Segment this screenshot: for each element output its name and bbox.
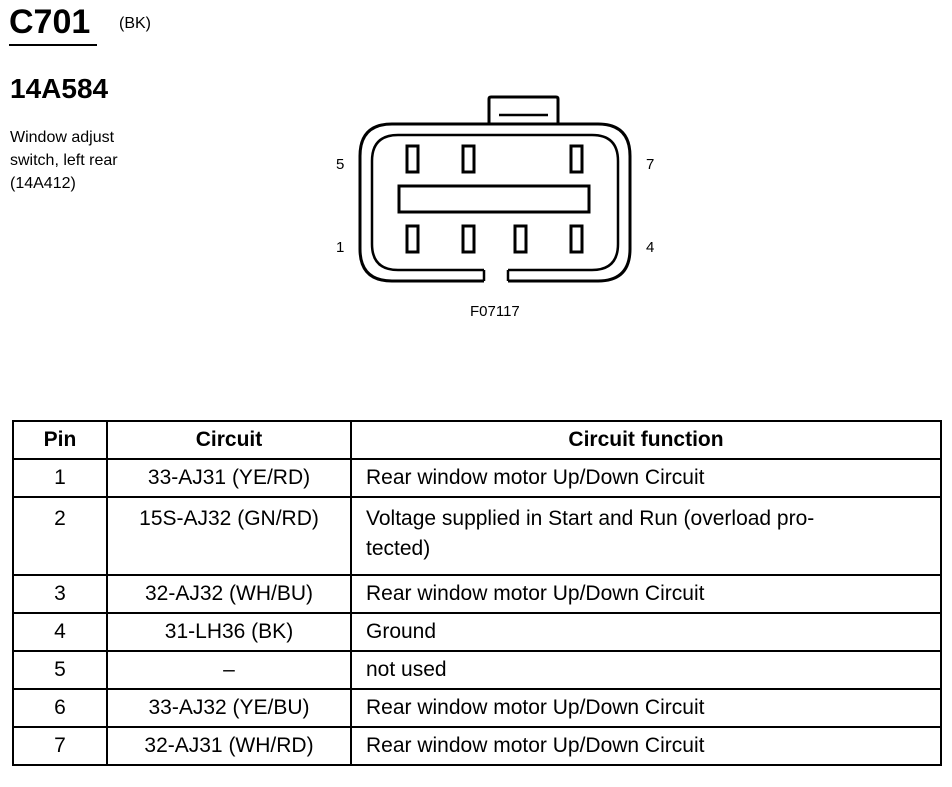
circuit-cell: 32-AJ31 (WH/RD) <box>106 726 352 766</box>
header-circuit: Circuit <box>106 420 352 460</box>
pin-slot-4 <box>569 224 584 254</box>
connector-id-underline <box>9 44 97 46</box>
table-row: 6 33-AJ32 (YE/BU) Rear window motor Up/D… <box>12 688 942 728</box>
circuit-cell: 15S-AJ32 (GN/RD) <box>106 496 352 576</box>
pin-cell: 3 <box>12 574 108 614</box>
figure-id: F07117 <box>470 303 520 320</box>
function-cell: Rear window motor Up/Down Circuit <box>350 688 942 728</box>
function-cell: not used <box>350 650 942 690</box>
function-text-line-1: Voltage supplied in Start and Run (overl… <box>366 507 815 530</box>
connector-diagram: 5 7 1 4 F07117 <box>336 95 654 320</box>
function-cell: Voltage supplied in Start and Run (overl… <box>350 496 942 576</box>
description-line-2: switch, left rear <box>10 152 118 169</box>
pin-slot-3 <box>513 224 528 254</box>
table-header-row: Pin Circuit Circuit function <box>12 420 942 460</box>
pin-cell: 6 <box>12 688 108 728</box>
circuit-cell: 31-LH36 (BK) <box>106 612 352 652</box>
circuit-cell: 33-AJ32 (YE/BU) <box>106 688 352 728</box>
pin-slot-5 <box>405 144 420 174</box>
function-cell: Rear window motor Up/Down Circuit <box>350 574 942 614</box>
pin-cell: 1 <box>12 458 108 498</box>
description-line-1: Window adjust <box>10 129 115 146</box>
part-number: 14A584 <box>10 73 109 104</box>
function-cell: Rear window motor Up/Down Circuit <box>350 458 942 498</box>
table-row: 4 31-LH36 (BK) Ground <box>12 612 942 652</box>
pin-slot-7 <box>569 144 584 174</box>
table-row: 7 32-AJ31 (WH/RD) Rear window motor Up/D… <box>12 726 942 766</box>
center-bar <box>397 184 591 214</box>
table-row: 5 – not used <box>12 650 942 690</box>
table-row: 3 32-AJ32 (WH/BU) Rear window motor Up/D… <box>12 574 942 614</box>
table-row: 2 15S-AJ32 (GN/RD) Voltage supplied in S… <box>12 496 942 576</box>
pin-cell: 5 <box>12 650 108 690</box>
header-pin: Pin <box>12 420 108 460</box>
connector-housing-outer <box>358 122 632 283</box>
function-text-line-2: tected) <box>366 537 431 560</box>
connector-id: C701 <box>9 3 91 41</box>
pin-table: Pin Circuit Circuit function 1 33-AJ31 (… <box>12 420 942 766</box>
pin-slot-2 <box>461 224 476 254</box>
table-row: 1 33-AJ31 (YE/RD) Rear window motor Up/D… <box>12 458 942 498</box>
circuit-cell: – <box>106 650 352 690</box>
pin-slot-1 <box>405 224 420 254</box>
pin-cell: 4 <box>12 612 108 652</box>
function-cell: Ground <box>350 612 942 652</box>
pin-label-4: 4 <box>646 239 654 256</box>
circuit-cell: 32-AJ32 (WH/BU) <box>106 574 352 614</box>
description-line-3: (14A412) <box>10 175 76 192</box>
pin-label-7: 7 <box>646 156 654 173</box>
connector-latch <box>487 95 560 124</box>
pin-label-1: 1 <box>336 239 344 256</box>
pin-cell: 7 <box>12 726 108 766</box>
pin-cell: 2 <box>12 496 108 576</box>
header-circuit-function: Circuit function <box>350 420 942 460</box>
connector-housing-inner <box>370 133 620 272</box>
connector-color: (BK) <box>119 15 151 32</box>
circuit-cell: 33-AJ31 (YE/RD) <box>106 458 352 498</box>
pin-slot-6 <box>461 144 476 174</box>
pin-label-5: 5 <box>336 156 344 173</box>
function-cell: Rear window motor Up/Down Circuit <box>350 726 942 766</box>
